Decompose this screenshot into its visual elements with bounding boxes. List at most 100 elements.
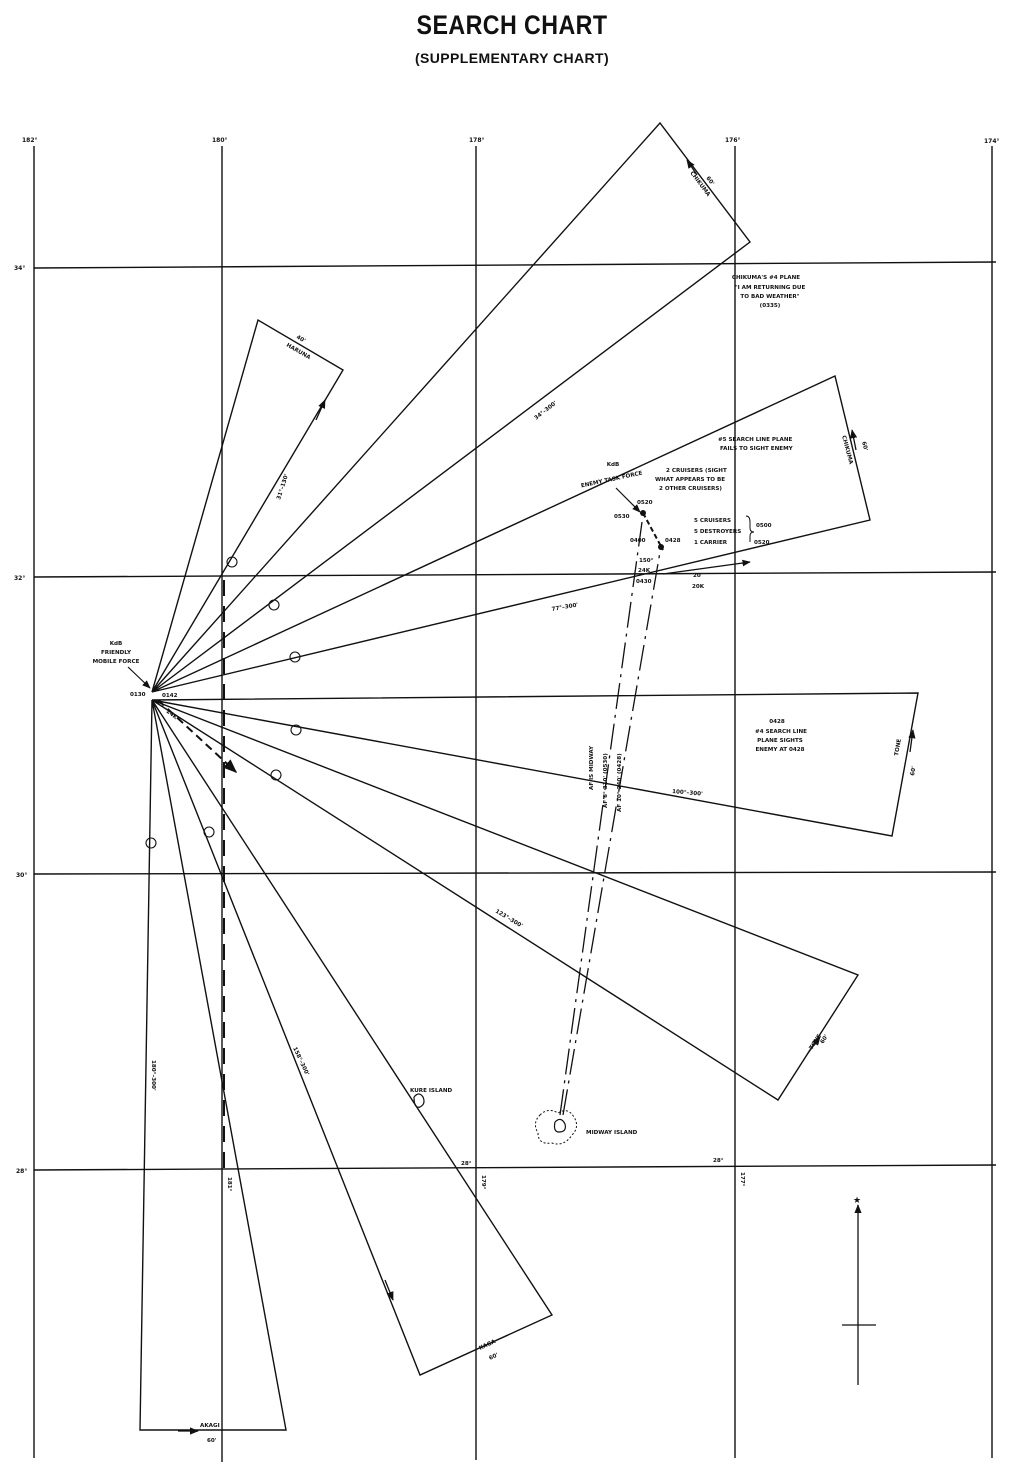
bottom-deg-right: 28°: [713, 1158, 724, 1164]
marker-4: [290, 724, 302, 736]
course-150: 150°: [639, 558, 654, 564]
kdb-friendly-line-1: KdB: [110, 641, 123, 647]
search-line-4-line-2: #4 SEARCH LINE: [755, 729, 807, 735]
parallel-lines: [33, 261, 997, 1171]
plane-label-haruna: HARUNA: [285, 343, 312, 362]
search-line-4-line-3: PLANE SIGHTS: [757, 738, 803, 744]
speed-20: 20: [693, 573, 701, 579]
route-label-31: 31°–130': [276, 473, 290, 501]
route-label-100: 100°–300': [672, 789, 703, 798]
search-line-4-line-1: 0428: [769, 719, 785, 725]
bearing-line-0428: [562, 551, 661, 1116]
midway-bearing-2: AF 8° 310' (0530): [603, 753, 609, 808]
leg-label-akagi: 60': [207, 1438, 217, 1444]
parallel-34: [33, 261, 997, 269]
force-list-3: 1 CARRIER: [694, 540, 728, 546]
marker-5: [270, 769, 282, 781]
search-line-5-line-1: #5 SEARCH LINE PLANE: [718, 437, 793, 443]
arrow-77: [850, 429, 858, 451]
friendly-force-arrow: [127, 666, 151, 689]
search-line-77-chikuma: [151, 375, 871, 693]
kdb-friendly-line-3: MOBILE FORCE: [93, 659, 140, 665]
midway-bearing-1: AF IS MIDWAY: [589, 745, 595, 790]
friendly-force-course: [157, 699, 238, 773]
arrow-34: [686, 159, 698, 176]
route-label-77: 77°–300': [551, 602, 579, 613]
time-0530: 0530: [614, 514, 630, 520]
enemy-track: [642, 512, 664, 551]
kdb-friendly-line-2: FRIENDLY: [101, 650, 132, 656]
marker-1: [226, 556, 238, 568]
midway-bearing-3: AF 10° 240' (0428): [617, 753, 623, 812]
chikuma-msg-line-4: (0335): [760, 303, 781, 309]
kure-island-shape: [413, 1093, 425, 1108]
arrow-123: [807, 1036, 821, 1054]
lon-label-178: 178°: [469, 137, 485, 144]
leg-label-chikuma-east: 60': [860, 441, 868, 452]
sector-markers: [145, 556, 302, 849]
speed-20k: 20K: [692, 584, 705, 590]
cruisers-sight-line-3: 2 OTHER CRUISERS): [659, 486, 722, 492]
parallel-30: [33, 871, 997, 875]
plane-label-chikuma-east: CHIKUMA: [840, 435, 854, 466]
marker-7: [145, 837, 157, 849]
north-star-icon: ★: [853, 1196, 861, 1206]
arrow-31: [315, 399, 326, 421]
lon-label-180: 180°: [212, 137, 228, 144]
chikuma-msg-line-3: TO BAD WEATHER": [740, 294, 799, 300]
lon-label-176: 176°: [725, 137, 741, 144]
plane-label-akagi: AKAGI: [200, 1423, 220, 1429]
time-0400: 0400: [630, 538, 646, 544]
midway-island-atoll: [553, 1118, 566, 1133]
leg-label-tone-123: 60': [820, 1034, 830, 1045]
parallel-28: [33, 1164, 997, 1171]
cruisers-sight-line-1: 2 CRUISERS (SIGHT: [666, 468, 727, 474]
midway-bearing-lines: [559, 521, 661, 1116]
midway-island-label: MIDWAY ISLAND: [586, 1130, 638, 1136]
search-line-123-tone: [151, 699, 860, 1101]
route-label-34: 34°–300': [534, 400, 559, 421]
time-0430: 0430: [636, 579, 652, 585]
leg-label-haruna: 40': [295, 335, 306, 345]
north-arrow: [842, 1204, 876, 1385]
force-list-2: 5 DESTROYERS: [694, 529, 741, 535]
route-label-180: 180°–300': [150, 1060, 156, 1091]
kdb-enemy-line-2: ENEMY TASK FORCE: [580, 471, 643, 490]
leg-label-tone-100: 60': [910, 766, 918, 777]
force-list-1: 5 CRUISERS: [694, 518, 731, 524]
friendly-course-label: 24K: [165, 709, 179, 722]
col-label-181: 181°: [226, 1177, 232, 1192]
plane-label-kaga: KAGA: [478, 1339, 497, 1352]
bearing-line-0530: [559, 521, 643, 1116]
col-label-177: 177°: [739, 1172, 745, 1187]
search-line-100-tone: [151, 692, 919, 837]
kdb-enemy-line-1: KdB: [607, 462, 620, 468]
enemy-course-arrow: [662, 559, 751, 575]
marker-6: [203, 826, 215, 838]
bottom-deg-left: 28°: [461, 1161, 472, 1167]
lat-label-32: 32°: [14, 575, 25, 582]
lat-label-34: 34°: [14, 265, 25, 272]
meridian-lines: [33, 146, 993, 1462]
speed-24k: 24K: [638, 568, 651, 574]
time-0142: 0142: [162, 693, 178, 699]
leg-label-chikuma-north: 60': [704, 176, 715, 187]
search-line-158-kaga: [151, 699, 554, 1376]
arrow-100: [908, 729, 916, 753]
time-0520: 0520: [637, 500, 653, 506]
force-list-brace: [745, 515, 755, 542]
time-0428: 0428: [665, 538, 681, 544]
chart-subtitle: (SUPPLEMENTARY CHART): [414, 50, 610, 66]
force-time-0500: 0500: [756, 523, 772, 529]
marker-2: [268, 599, 280, 611]
lon-label-182: 182°: [22, 137, 38, 144]
search-line-180-akagi: [139, 699, 287, 1431]
search-direction-arrows: [178, 159, 916, 1435]
lat-label-30: 30°: [16, 872, 27, 879]
search-line-5-line-2: FAILS TO SIGHT ENEMY: [720, 446, 794, 452]
leg-label-kaga: 60': [488, 1352, 499, 1362]
lat-label-28: 28°: [16, 1168, 27, 1175]
chikuma-msg-line-1: CHIKUMA'S #4 PLANE: [732, 275, 800, 281]
